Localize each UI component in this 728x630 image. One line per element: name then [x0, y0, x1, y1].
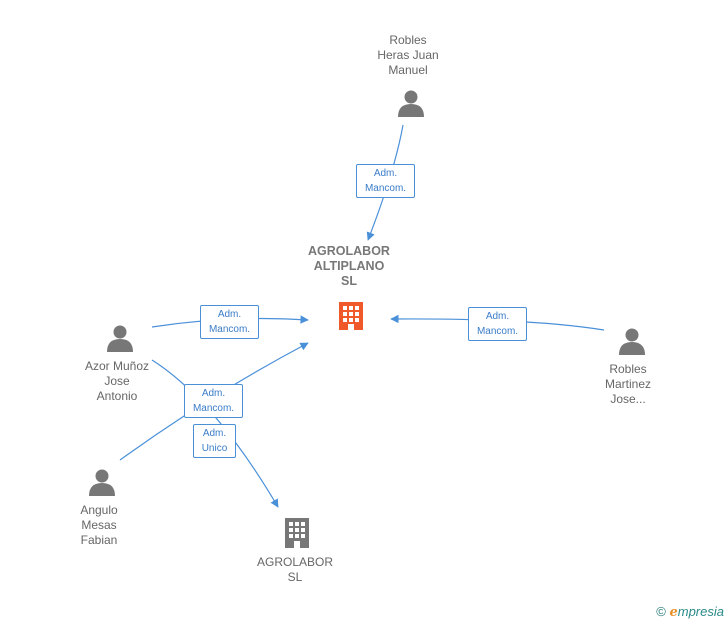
- building-icon: [339, 302, 363, 330]
- brand-watermark: © empresia: [656, 604, 724, 620]
- company-label-agrolabor-altiplano[interactable]: AGROLABOR ALTIPLANO SL: [308, 244, 390, 288]
- brand-logo-e: e: [669, 605, 678, 620]
- person-angulo[interactable]: [87, 467, 117, 497]
- person-label-robles-heras[interactable]: Robles Heras Juan Manuel: [377, 33, 439, 77]
- role-box-robles-heras[interactable]: Adm. Mancom.: [356, 164, 415, 198]
- person-icon: [619, 328, 645, 355]
- company-agrolabor[interactable]: [281, 516, 313, 550]
- role-box-azor[interactable]: Adm. Mancom.: [200, 305, 259, 339]
- company-label-agrolabor[interactable]: AGROLABOR SL: [256, 555, 334, 584]
- company-agrolabor-altiplano[interactable]: [335, 300, 367, 332]
- role-box-robles-martinez[interactable]: Adm. Mancom.: [468, 307, 527, 341]
- building-icon: [285, 518, 309, 548]
- person-azor[interactable]: [105, 323, 135, 353]
- brand-logo-rest: mpresia: [677, 604, 724, 619]
- person-icon: [107, 325, 133, 352]
- person-robles-martinez[interactable]: [617, 326, 647, 356]
- person-robles-heras[interactable]: [396, 88, 426, 118]
- copyright-symbol: ©: [656, 604, 666, 619]
- person-label-robles-martinez[interactable]: Robles Martinez Jose...: [604, 362, 651, 406]
- person-label-azor[interactable]: Azor Muñoz Jose Antonio: [84, 359, 150, 403]
- role-box-angulo-mancom[interactable]: Adm. Mancom.: [184, 384, 243, 418]
- person-label-angulo[interactable]: Angulo Mesas Fabian: [80, 503, 118, 547]
- person-icon: [398, 90, 424, 117]
- person-icon: [89, 469, 115, 496]
- role-box-angulo-unico[interactable]: Adm. Unico: [193, 424, 236, 458]
